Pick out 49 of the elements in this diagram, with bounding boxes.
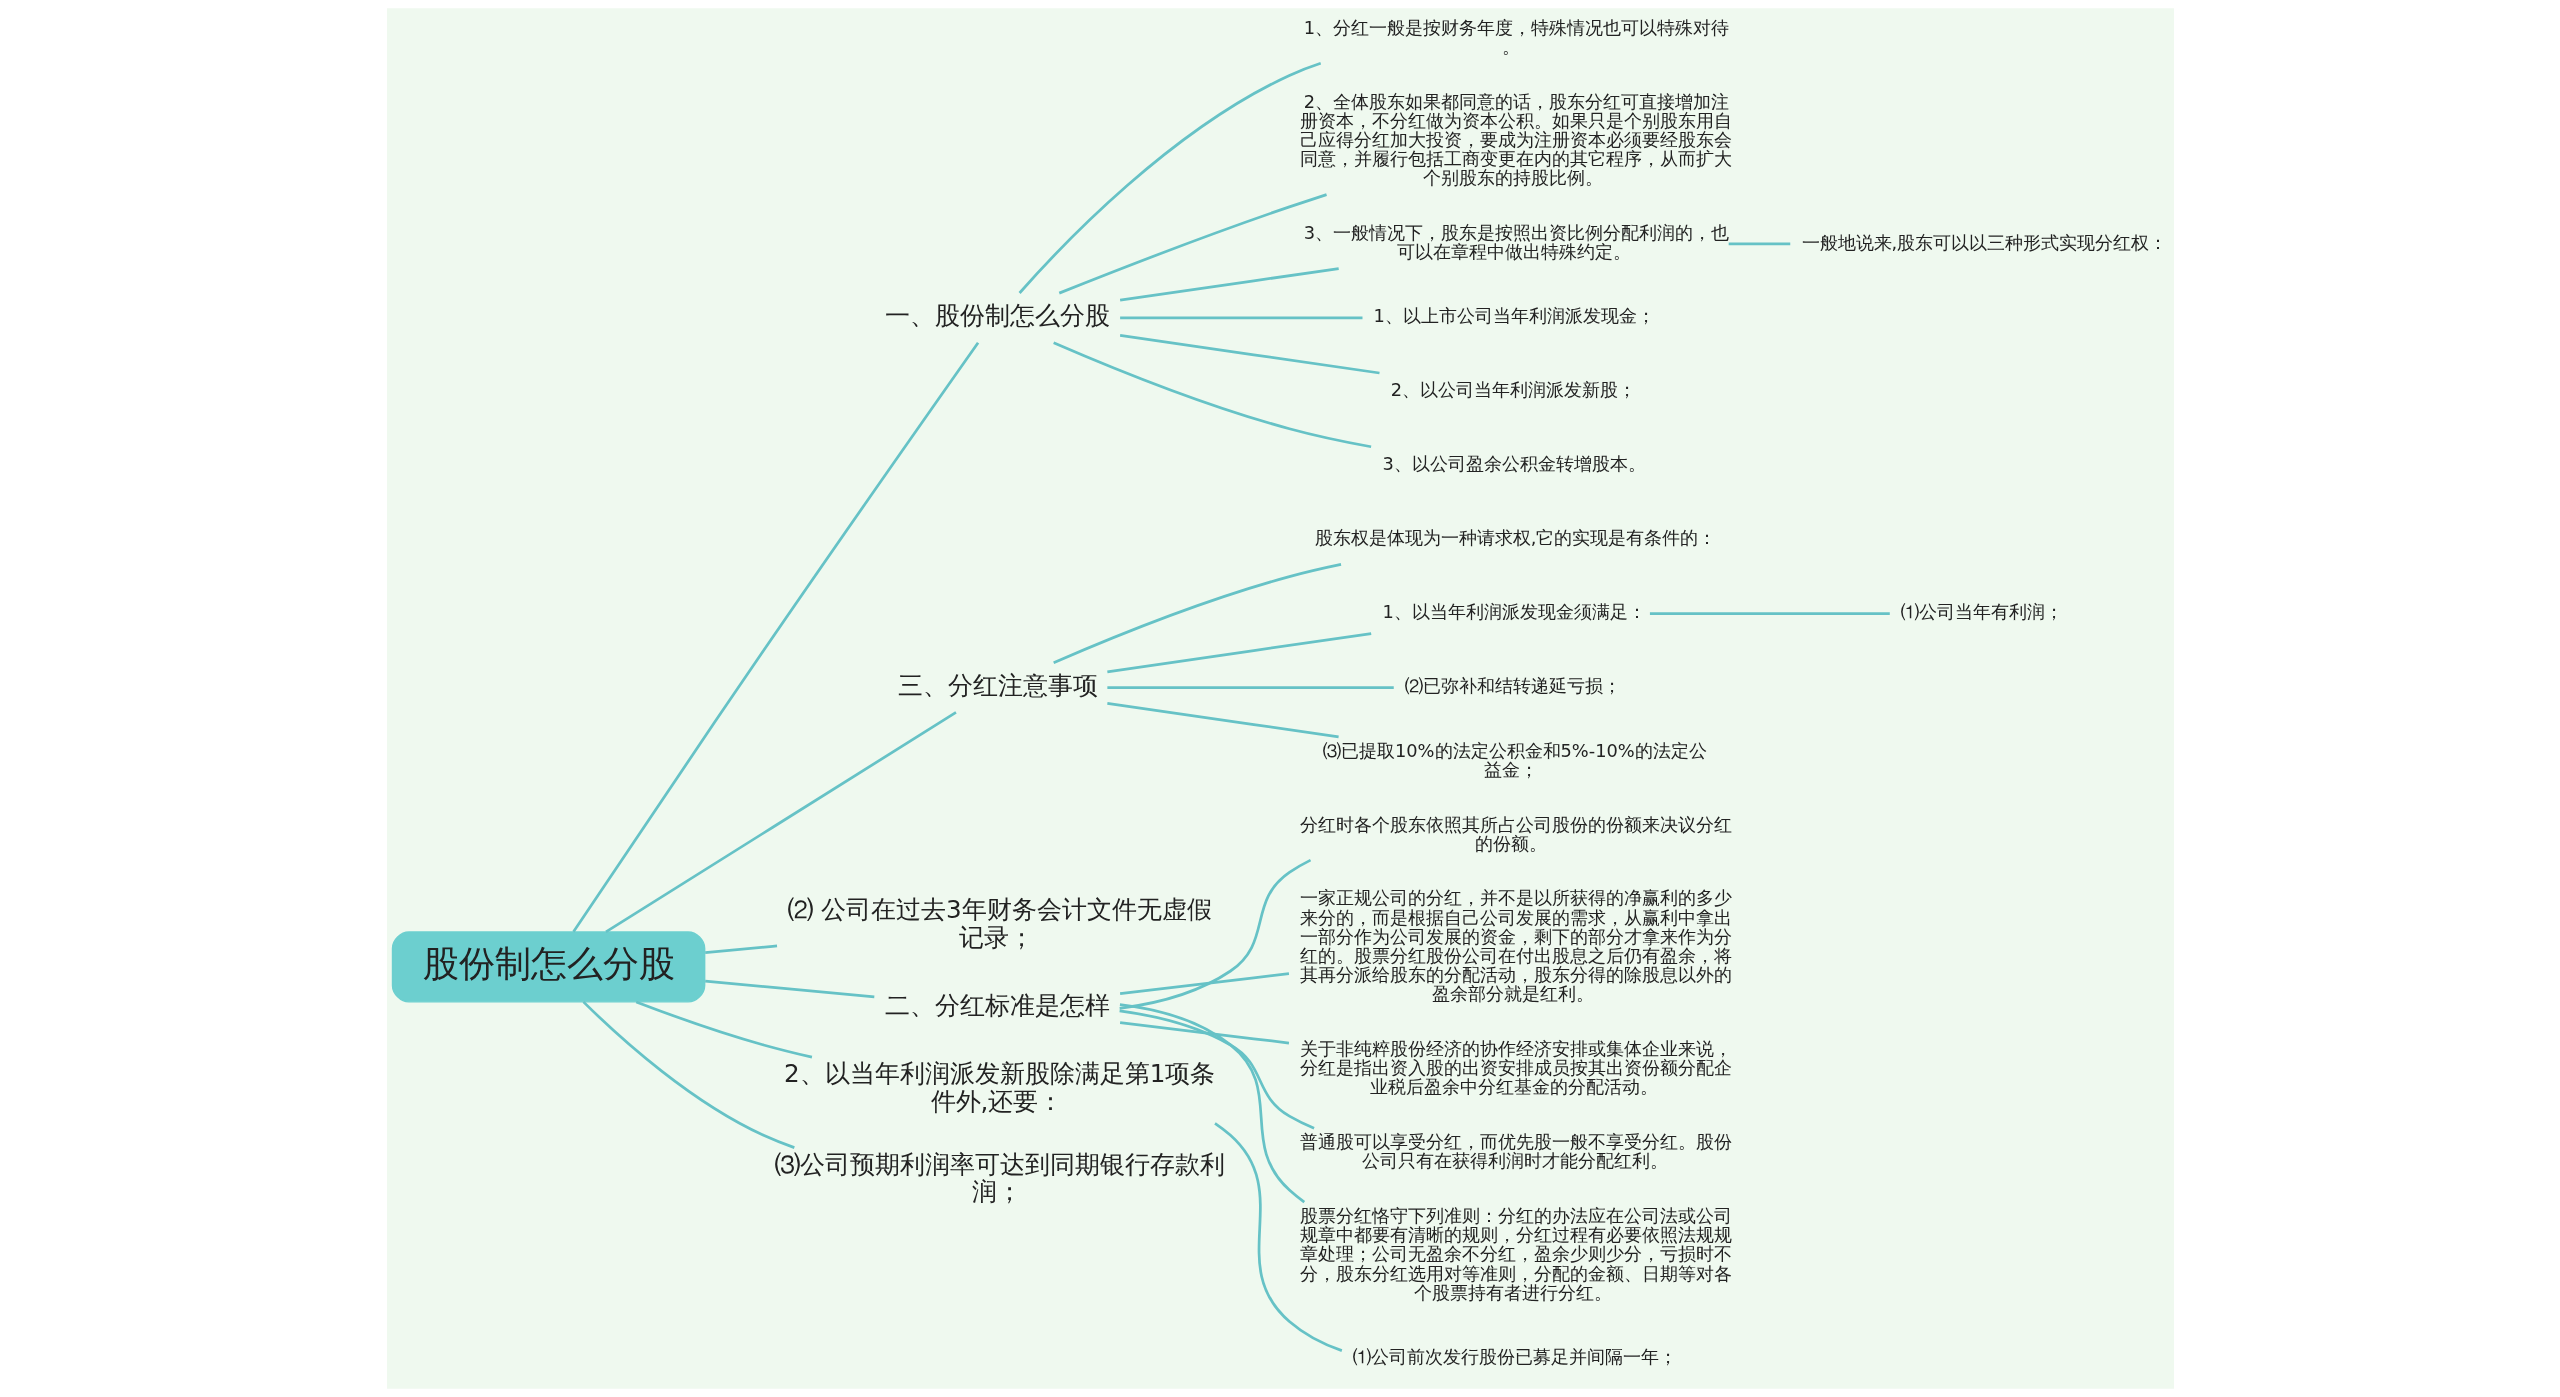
node-text: 一般地说来,股东可以以三种形式实现分红权：	[1801, 231, 2167, 253]
node-text: 2、以公司当年利润派发新股；	[1390, 379, 1636, 401]
connector	[1118, 858, 1311, 1010]
connector	[704, 979, 874, 999]
node-text: 3、以公司盈余公积金转增股本。	[1382, 453, 1646, 475]
connector	[582, 1000, 795, 1149]
connector	[1119, 972, 1289, 995]
node-text: 1、分红一般是按财务年度，特殊情况也可以特殊对待。	[1303, 16, 1729, 57]
connector	[1052, 341, 1371, 449]
connector	[1728, 242, 1790, 246]
connector	[604, 711, 957, 933]
node-text: 关于非纯粹股份经济的协作经济安排或集体企业来说，分红是指出资入股的出资安排成员按其出资份额分配企业税后盈余中分红基金的分配活动。	[1299, 1038, 1732, 1098]
node-text: 2、全体股东如果都同意的话，股东分红可直接增加注册资本，不分红做为资本公积。如果只是个别股东用自己应得分红加大投资，要成为注册资本必须要经股东会同意，并履行包括工商变更在内的其它程序，从而扩大个别股东的持股比例。	[1299, 90, 1732, 189]
node-text: 股票分红恪守下列准则：分红的办法应在公司法或公司规章中都要有清晰的规则，分红过程有必要依照法规规章处理；公司无盈余不分红，盈余少则少分，亏损时不分，股东分红选用对等准则，分配的金额、日期等对各个股票持有者进行分红。	[1299, 1205, 1732, 1303]
connector	[1118, 1009, 1315, 1130]
node-text: 三、分红注意事项	[897, 670, 1098, 700]
node-text: ⑶公司预期利润率可达到同期银行存款利润；	[774, 1149, 1225, 1207]
node-text: ⑵已弥补和结转递延亏损；	[1404, 675, 1621, 697]
node-text: ⑵ 公司在过去3年财务会计文件无虚假记录；	[787, 895, 1212, 952]
node-text: ⑶已提取10%的法定公积金和5%-10%的法定公益金；	[1322, 739, 1707, 780]
connector	[571, 342, 979, 933]
node-text: 普通股可以享受分红，而优先股一般不享受分红。股份公司只有在获得利润时才能分配红利。	[1299, 1131, 1732, 1172]
connector	[1119, 316, 1362, 320]
node-text: 一、股份制怎么分股	[884, 300, 1110, 330]
connector	[635, 1000, 812, 1059]
connector	[1213, 1122, 1342, 1352]
node-text: 股东权是体现为一种请求权,它的实现是有条件的：	[1314, 527, 1716, 549]
connector	[704, 944, 777, 954]
connector	[1119, 1003, 1305, 1204]
node-text: 一家正规公司的分红，并不是以所获得的净赢利的多少来分的，而是根据自己公司发展的需求，从赢利中拿出一部分作为公司发展的资金，剩下的部分才拿来作为分红的。股票分红股份公司在付出股息之后仍有盈余，将其再分派给股东的分配活动，股东分得的除股息以外的盈余部分就是红利。	[1299, 887, 1732, 1005]
connector	[1058, 193, 1327, 295]
connector	[1119, 267, 1339, 302]
node-text: 二、分红标准是怎样	[884, 991, 1110, 1020]
node-text: 分红时各个股东依照其所占公司股份的份额来决议分红的份额。	[1299, 813, 1732, 854]
connector	[1106, 701, 1339, 739]
connector	[1018, 61, 1321, 294]
node-text: ⑴公司当年有利润；	[1900, 601, 2063, 623]
node-text: ⑴公司前次发行股份已募足并间隔一年；	[1352, 1346, 1677, 1368]
node-text: 2、以当年利润派发新股除满足第1项条件外,还要：	[783, 1059, 1215, 1116]
connector	[1052, 563, 1341, 664]
node-text: 1、以上市公司当年利润派发现金；	[1373, 305, 1655, 327]
connector	[1119, 334, 1380, 375]
connector	[1119, 1021, 1289, 1045]
node-text: 1、以当年利润派发现金须满足：	[1382, 601, 1646, 623]
node-text: 3、一般情况下，股东是按照出资比例分配利润的，也可以在章程中做出特殊约定。	[1303, 221, 1729, 263]
connector	[1649, 612, 1890, 615]
node-box: 股份制怎么分股	[391, 931, 705, 1003]
connector	[1106, 632, 1371, 674]
connector	[1106, 686, 1394, 689]
